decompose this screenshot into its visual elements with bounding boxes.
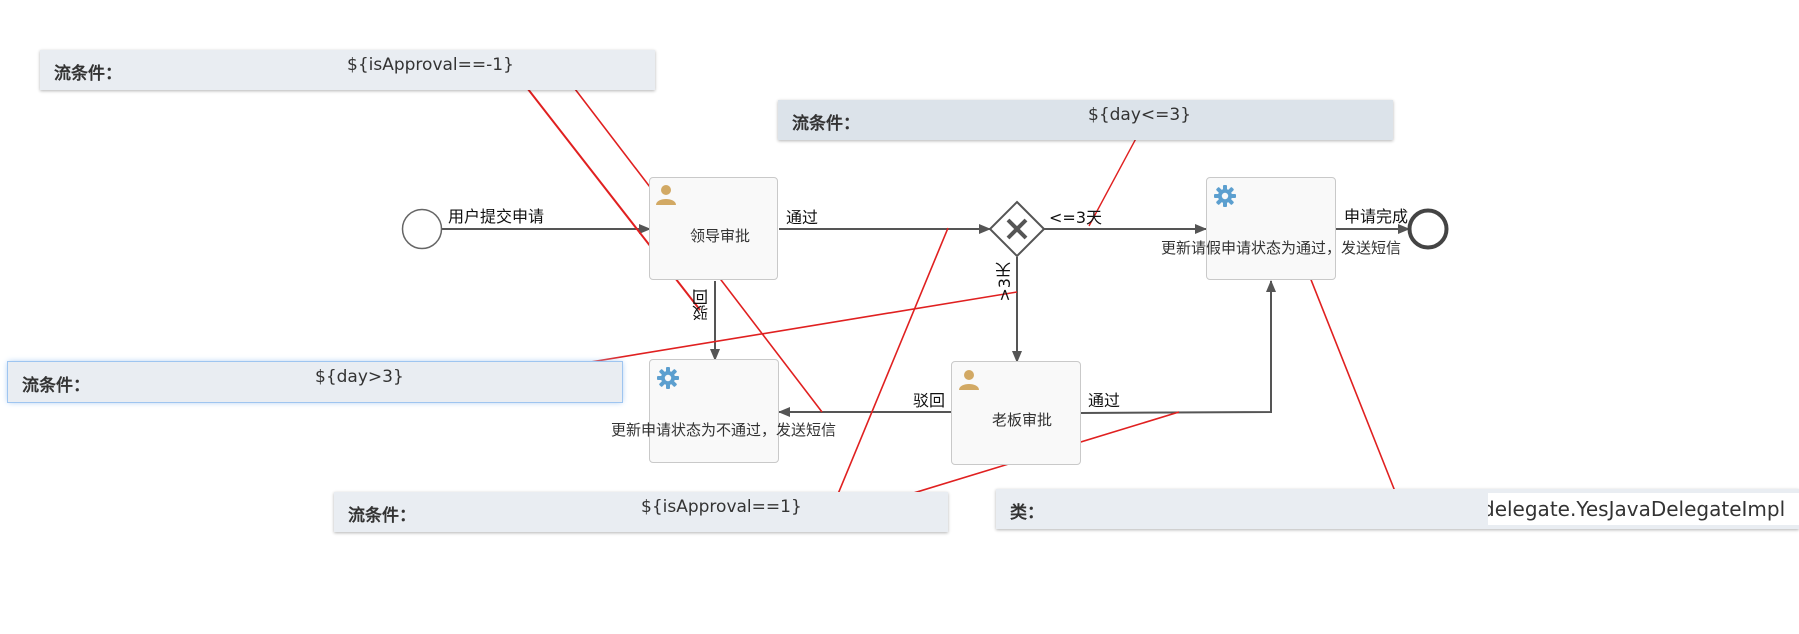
annotation-line: [825, 227, 949, 524]
flow-label-complete: 申请完成: [1344, 207, 1409, 226]
task-leader-approval[interactable]: 领导审批: [649, 177, 778, 280]
task-boss-approval[interactable]: 老板审批: [951, 361, 1081, 465]
condition-value[interactable]: ${day<=3}: [1088, 105, 1192, 125]
condition-label: 流条件：: [22, 376, 90, 396]
task-label: 领导审批: [690, 227, 751, 245]
condition-label: 流条件：: [348, 506, 416, 526]
exclusive-gateway[interactable]: [988, 200, 1046, 258]
task-label: 更新申请状态为不通过，发送短信: [611, 421, 837, 439]
flow-boss-pass[interactable]: [1080, 280, 1276, 414]
class-label: 类：: [1010, 503, 1044, 523]
condition-panel-day-gt3[interactable]: 流条件： ${day>3}: [8, 362, 622, 402]
task-label: 更新请假申请状态为通过，发送短信: [1161, 239, 1402, 257]
condition-panel-day-le3[interactable]: 流条件： ${day<=3}: [778, 100, 1393, 140]
user-icon: [656, 185, 676, 205]
condition-value[interactable]: ${day>3}: [315, 367, 404, 387]
condition-label: 流条件：: [54, 64, 122, 84]
condition-panel-approve[interactable]: 流条件： ${isApproval==1}: [334, 492, 948, 532]
flow-label-boss-reject: 驳回: [913, 391, 946, 410]
task-update-pass[interactable]: 更新请假申请状态为通过，发送短信: [1161, 177, 1401, 280]
flow-label-leader-pass: 通过: [786, 208, 819, 227]
class-value: delegate.YesJavaDelegateImpl: [1488, 497, 1786, 521]
start-event[interactable]: [401, 208, 443, 250]
end-event[interactable]: [1407, 208, 1449, 250]
annotation-line: [1299, 251, 1405, 515]
condition-panel-reject[interactable]: 流条件： ${isApproval==-1}: [40, 50, 655, 90]
gear-icon: [657, 367, 679, 389]
condition-label: 流条件：: [792, 114, 860, 134]
task-update-fail[interactable]: 更新申请状态为不通过，发送短信: [611, 359, 836, 463]
flow-label-gt3: >3天: [995, 262, 1014, 302]
flow-label-submit: 用户提交申请: [448, 207, 545, 226]
flow-label-le3: <=3天: [1049, 208, 1102, 227]
condition-value[interactable]: ${isApproval==-1}: [347, 55, 514, 75]
condition-value[interactable]: ${isApproval==1}: [641, 497, 802, 517]
flow-label-leader-reject: 驳回: [692, 289, 711, 321]
class-input[interactable]: delegate.YesJavaDelegateImpl: [1488, 493, 1799, 525]
gear-icon: [1214, 185, 1236, 207]
user-icon: [959, 370, 979, 390]
flow-label-boss-pass: 通过: [1088, 391, 1121, 410]
class-panel[interactable]: 类： delegate.YesJavaDelegateImpl: [996, 489, 1799, 529]
task-label: 老板审批: [992, 411, 1053, 429]
